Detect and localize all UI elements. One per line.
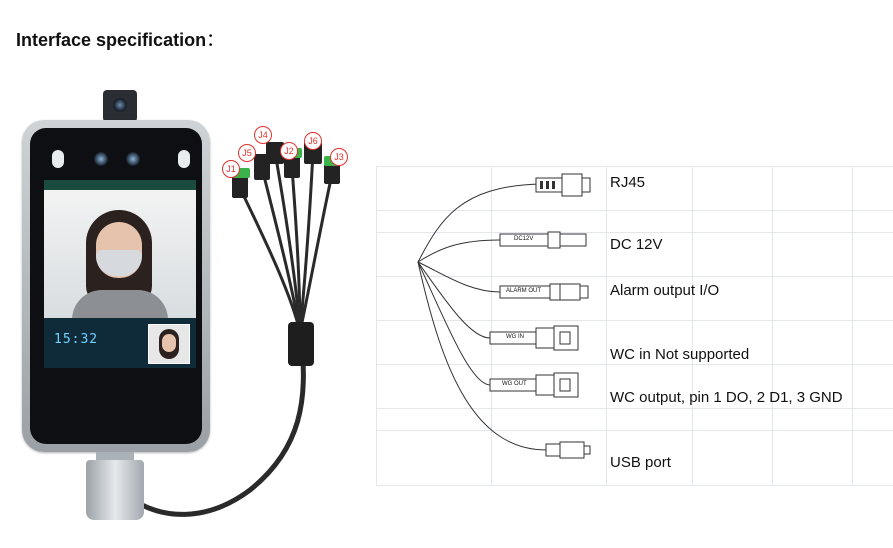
sensor-right-icon xyxy=(126,152,140,166)
screen-clock: 15:32 xyxy=(54,332,99,347)
plug-tag-dc12v: DC12V xyxy=(514,236,534,242)
wire-wg-in xyxy=(417,261,491,339)
device-screen: 15:32 xyxy=(44,180,196,368)
device-frame: 15:32 xyxy=(22,120,210,452)
grid-line xyxy=(606,166,607,486)
wg-in-connector-icon xyxy=(489,325,579,351)
grid-line xyxy=(376,166,893,167)
plug-tag-wg-in: WG IN xyxy=(506,334,524,340)
plug-tag-wg-out: WG OUT xyxy=(502,381,527,387)
connector-label-j6: J6 xyxy=(304,132,322,150)
device-stand xyxy=(86,460,144,520)
wires xyxy=(417,183,547,451)
wire-dc12v xyxy=(417,239,501,263)
rj45-connector-icon xyxy=(535,173,591,197)
cable-junction xyxy=(288,322,314,366)
connector-label-j4: J4 xyxy=(254,126,272,144)
port-label-rj45: RJ45 xyxy=(610,174,646,191)
fan-cables xyxy=(238,151,334,333)
port-label-wg-out: WC output, pin 1 DO, 2 D1, 3 GND xyxy=(610,389,843,406)
usb-connector-icon xyxy=(545,441,591,459)
wire-wg-out xyxy=(417,261,491,386)
title-text: Interface specification xyxy=(16,30,207,50)
screen-footer: 15:32 xyxy=(44,318,196,368)
page-title: Interface specification： xyxy=(16,26,224,52)
camera-lens-icon xyxy=(113,98,127,112)
grid-line xyxy=(692,166,693,486)
title-colon: ： xyxy=(206,30,225,50)
wire-usb xyxy=(417,261,547,451)
plug-tag-alarm: ALARM OUT xyxy=(506,288,542,294)
grid-line xyxy=(376,408,893,409)
wire-rj45 xyxy=(417,183,541,263)
wire-alarm xyxy=(417,261,501,293)
device-bezel: 15:32 xyxy=(30,128,202,444)
port-label-dc12v: DC 12V xyxy=(610,236,663,253)
ir-light-left xyxy=(52,150,64,168)
grid-line xyxy=(376,166,377,486)
ir-light-right xyxy=(178,150,190,168)
main-cable xyxy=(118,331,306,517)
grid-line xyxy=(376,232,893,233)
face-mask xyxy=(96,250,142,276)
grid-line xyxy=(376,485,893,486)
device-cable-svg xyxy=(118,142,342,517)
grid-line xyxy=(491,166,492,486)
grid-line xyxy=(376,364,893,365)
grid-line xyxy=(852,166,853,486)
grid-line xyxy=(376,276,893,277)
sensor-left-icon xyxy=(94,152,108,166)
port-label-wg-in: WC in Not supported xyxy=(610,346,750,363)
grid-line xyxy=(376,210,893,211)
connector-label-j5: J5 xyxy=(238,144,256,162)
dc12v-connector-icon xyxy=(499,231,587,249)
face-thumbnail xyxy=(148,324,190,364)
top-camera xyxy=(103,90,137,122)
screen-header xyxy=(44,180,196,190)
port-label-alarm: Alarm output I/O xyxy=(610,282,720,299)
connector-label-j3: J3 xyxy=(330,148,348,166)
wg-out-connector-icon xyxy=(489,372,579,398)
connector-label-j1: J1 xyxy=(222,160,240,178)
connector-label-j2: J2 xyxy=(280,142,298,160)
port-label-usb: USB port xyxy=(610,454,671,471)
alarm-connector-icon xyxy=(499,283,589,301)
thumb-face xyxy=(162,334,176,352)
sensor-bar xyxy=(48,146,198,172)
device-illustration: 15:32 J1 J5 J4 J2 J6 J3 xyxy=(0,70,380,548)
grid-line xyxy=(376,430,893,431)
camera-view xyxy=(44,190,196,330)
grid-line xyxy=(772,166,773,486)
grid-line xyxy=(376,320,893,321)
wiring-grid xyxy=(376,166,893,486)
connector-heads xyxy=(232,142,340,198)
